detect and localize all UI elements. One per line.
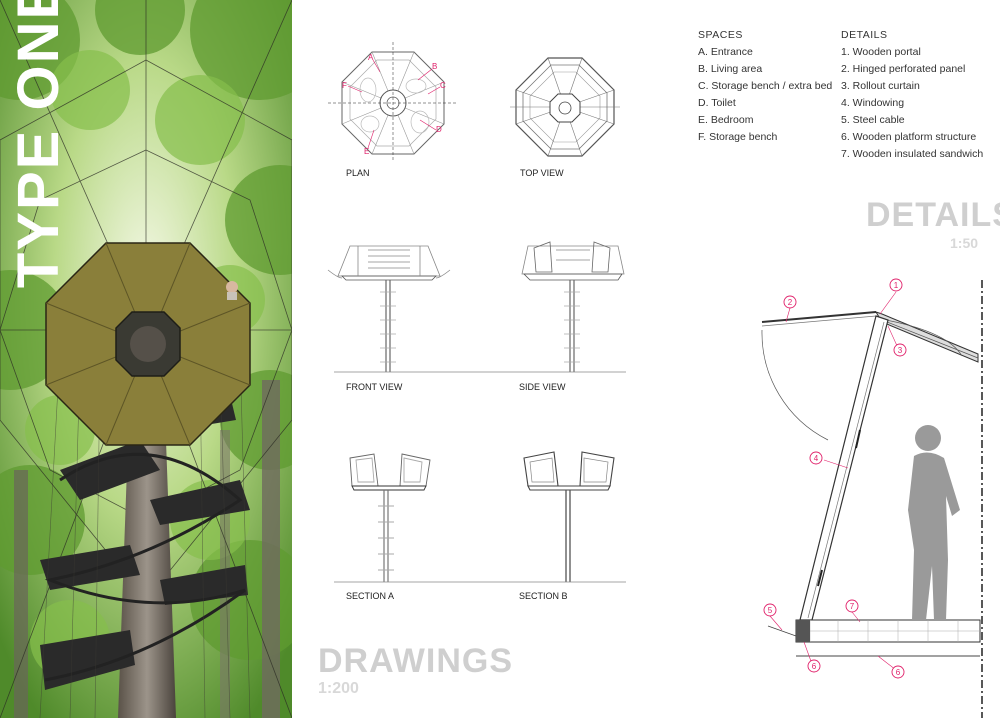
forest-illustration [0,0,292,718]
spaces-list: SPACES A. Entrance B. Living area C. Sto… [698,27,832,146]
side-view-drawing [521,241,625,372]
details-item: 7. Wooden insulated sandwich [841,148,984,160]
drawings-scale: 1:200 [318,680,359,697]
details-item: 2. Hinged perforated panel [841,63,966,75]
octagon-canopy [45,242,251,446]
details-item: 5. Steel cable [841,114,905,126]
details-heading: DETAILS [841,29,888,41]
details-scale: 1:50 [950,235,979,251]
details-item: 4. Windowing [841,97,905,109]
label-side-view: SIDE VIEW [519,382,566,392]
label-plan: PLAN [346,168,370,178]
poster-title-text: TYPE ONE [6,0,72,288]
spaces-item: C. Storage bench / extra bed [698,80,833,92]
label-section-b: SECTION B [519,591,568,601]
section-a-drawing [349,453,431,582]
poster-title: TYPE ONE [4,0,74,288]
callout-3: 3 [898,346,903,355]
callout-7: 7 [850,602,855,611]
human-silhouette [908,425,960,620]
detail-drawing: 1 2 3 4 5 6 6 7 [761,278,983,718]
callout-5: 5 [768,606,773,615]
spaces-item: E. Bedroom [698,114,754,126]
plan-letter-d: D [436,125,442,134]
plan-drawing: A B C D E F [328,42,458,162]
spaces-item: F. Storage bench [698,131,778,143]
details-item: 1. Wooden portal [841,46,921,58]
plan-letter-e: E [364,147,369,156]
spaces-heading: SPACES [698,29,743,41]
details-item: 3. Rollout curtain [841,80,920,92]
callout-2: 2 [788,298,793,307]
callout-1: 1 [894,281,899,290]
details-item: 6. Wooden platform structure [841,131,977,143]
spaces-item: A. Entrance [698,46,753,58]
spaces-item: B. Living area [698,63,763,75]
section-b-drawing [523,451,615,582]
plan-letter-c: C [440,81,446,90]
drawings-title: DRAWINGS [318,642,513,680]
front-view-drawing [327,245,451,372]
callout-4: 4 [814,454,819,463]
plan-letter-b: B [432,62,437,71]
label-front-view: FRONT VIEW [346,382,403,392]
callout-6a: 6 [812,662,817,671]
front-side-view-drawings [327,241,626,373]
spaces-item: D. Toilet [698,97,736,109]
details-title: DETAILS [866,196,1000,234]
callout-6b: 6 [896,668,901,677]
plan-letter-f: F [342,81,347,90]
treehouse-photo: TYPE ONE [0,0,292,718]
details-list: DETAILS 1. Wooden portal 2. Hinged perfo… [841,27,983,163]
label-section-a: SECTION A [346,591,395,601]
label-top-view: TOP VIEW [520,168,564,178]
section-drawings [334,451,626,583]
top-view-drawing [510,57,620,157]
plan-letter-a: A [368,53,374,62]
